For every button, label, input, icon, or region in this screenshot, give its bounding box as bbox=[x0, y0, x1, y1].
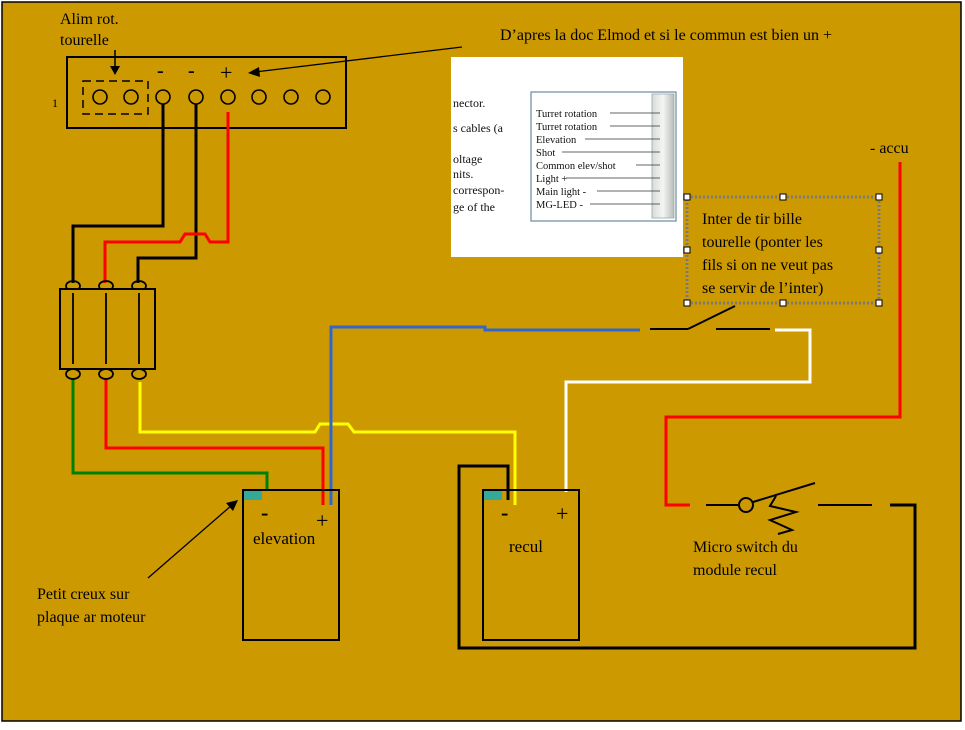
doc-fragment: oltage bbox=[453, 152, 482, 166]
inter-de-tir-switch bbox=[650, 305, 770, 330]
doc-note-label: D’apres la doc Elmod et si le commun est… bbox=[500, 27, 832, 44]
minus-label-a: - bbox=[157, 60, 164, 82]
recul-motor: - + recul bbox=[482, 489, 580, 641]
doc-fragment: s cables (a bbox=[453, 121, 504, 135]
micro-switch-label-line1: Micro switch du bbox=[693, 539, 798, 556]
elevation-motor-label: elevation bbox=[253, 529, 316, 548]
wire-red-accu bbox=[664, 162, 902, 507]
wire-blue bbox=[329, 325, 640, 505]
elevation-notch-tab bbox=[244, 491, 262, 500]
connector-pin bbox=[220, 89, 236, 105]
wire-white bbox=[564, 328, 812, 492]
connector-pin bbox=[251, 89, 267, 105]
alim-label-line2: tourelle bbox=[60, 32, 109, 49]
inter-de-tir-note: Inter de tir bille tourelle (ponter les … bbox=[683, 193, 883, 307]
inter-note-line: Inter de tir bille bbox=[702, 211, 802, 228]
elevation-plus-label: + bbox=[316, 508, 328, 533]
doc-note-arrow-head bbox=[248, 67, 260, 77]
wire-black-recul bbox=[457, 464, 917, 650]
petit-creux-arrow bbox=[147, 504, 233, 579]
doc-leader-lines bbox=[562, 112, 660, 205]
connector-pin bbox=[123, 89, 139, 105]
connector-pin bbox=[315, 89, 331, 105]
alim-arrow-head bbox=[110, 66, 120, 75]
wire-red-top bbox=[103, 112, 230, 283]
micro-switch-pivot bbox=[738, 497, 754, 513]
petit-creux-label-line2: plaque ar moteur bbox=[37, 609, 146, 626]
micro-switch-lever bbox=[752, 482, 816, 503]
selection-handles bbox=[683, 193, 883, 307]
inter-note-line: fils si on ne veut pas bbox=[702, 257, 833, 274]
connector-outline bbox=[66, 56, 347, 129]
recul-plus-label: + bbox=[556, 501, 568, 526]
doc-pin-labels: Turret rotation Turret rotation Elevatio… bbox=[536, 109, 616, 211]
wire-green bbox=[71, 378, 269, 490]
doc-pin-label: Main light - bbox=[536, 187, 587, 198]
doc-fragment: correspon- bbox=[453, 183, 504, 197]
doc-pin-label: Elevation bbox=[536, 135, 577, 146]
wires bbox=[71, 104, 917, 650]
connector-pin bbox=[283, 89, 299, 105]
inter-note-line: se servir de l’inter) bbox=[702, 280, 823, 297]
accu-label: - accu bbox=[870, 140, 909, 157]
minus-label-b: - bbox=[188, 60, 195, 82]
doc-connector-photo bbox=[651, 93, 675, 219]
recul-motor-label: recul bbox=[509, 537, 543, 556]
wire-yellow bbox=[138, 382, 517, 505]
petit-creux-label-line1: Petit creux sur bbox=[37, 586, 130, 603]
doc-fragment: nits. bbox=[453, 167, 473, 181]
plus-label: + bbox=[220, 60, 232, 85]
micro-switch bbox=[706, 482, 872, 535]
micro-switch-label-line2: module recul bbox=[693, 562, 778, 579]
doc-note-arrow bbox=[254, 46, 463, 73]
wire-red-elevation bbox=[104, 378, 325, 505]
pin-one-label: 1 bbox=[52, 96, 58, 110]
doc-pin-label: Shot bbox=[536, 148, 555, 159]
wire-black-1 bbox=[71, 104, 165, 283]
rotation-pins-group bbox=[82, 80, 149, 115]
switch-lever bbox=[687, 305, 736, 330]
elevation-motor-body bbox=[242, 489, 340, 641]
micro-switch-spring bbox=[767, 495, 800, 535]
doc-pin-label: Turret rotation bbox=[536, 122, 598, 133]
alim-label-line1: Alim rot. bbox=[60, 11, 119, 28]
doc-fragment: ge of the bbox=[453, 200, 495, 214]
inter-note-line: tourelle (ponter les bbox=[702, 234, 823, 251]
recul-notch-tab bbox=[484, 491, 502, 500]
elevation-minus-label: - bbox=[261, 500, 268, 525]
doc-pin-label: Light + bbox=[536, 174, 567, 185]
connector-pin bbox=[92, 89, 108, 105]
elevation-motor: - + elevation bbox=[242, 489, 340, 641]
doc-pin-label: MG-LED - bbox=[536, 200, 583, 211]
petit-creux-arrow-head bbox=[226, 500, 238, 511]
doc-pin-label: Common elev/shot bbox=[536, 161, 616, 172]
recul-minus-label: - bbox=[501, 500, 508, 525]
doc-pin-label: Turret rotation bbox=[536, 109, 598, 120]
doc-fragment: nector. bbox=[453, 96, 485, 110]
doc-excerpt-image: nector. s cables (a oltage nits. corresp… bbox=[451, 57, 683, 257]
splice-box bbox=[59, 288, 156, 370]
recul-motor-body bbox=[482, 489, 580, 641]
wire-black-2 bbox=[136, 104, 198, 283]
splice-block bbox=[59, 280, 156, 380]
